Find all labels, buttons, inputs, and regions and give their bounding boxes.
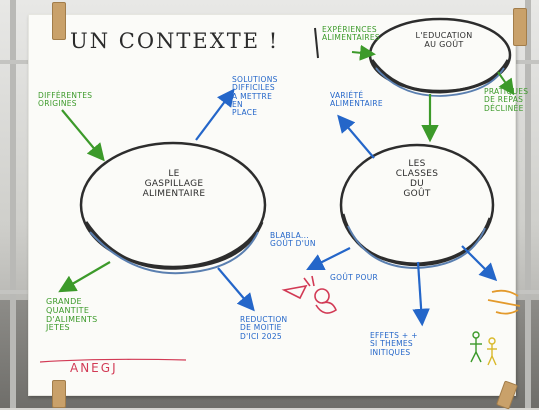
stick-figures bbox=[470, 331, 497, 366]
label-quantite: GRANDE QUANTITE D'ALIMENTS JETES bbox=[46, 297, 98, 333]
pink-doodle bbox=[281, 275, 337, 314]
arrow-pratiques bbox=[497, 71, 515, 96]
easel-pole-right bbox=[525, 0, 531, 408]
arrow-effets bbox=[412, 261, 430, 327]
arrow-blabla bbox=[306, 247, 351, 270]
bubble-education-text: L'EDUCATION AU GOÛT bbox=[415, 31, 473, 49]
signature: ANEGJ bbox=[70, 361, 118, 375]
orange-doodle bbox=[487, 289, 521, 315]
arrow-quantite bbox=[58, 261, 111, 293]
signature-underline bbox=[39, 358, 187, 363]
bubble-classes bbox=[339, 143, 495, 270]
label-differentes-origines: DIFFÉRENTES ORIGINES bbox=[38, 91, 93, 109]
bubble-classes-text: LES CLASSES DU GOÛT bbox=[395, 159, 439, 199]
label-blabla: BLABLA... GOÛT D'UN bbox=[270, 231, 316, 249]
easel-pole-left bbox=[10, 0, 16, 408]
binder-clip-right bbox=[513, 8, 527, 46]
arrow-experiences bbox=[351, 44, 376, 61]
label-experiences: EXPÉRIENCES ALIMENTAIRES bbox=[322, 25, 380, 43]
arrow-reduction bbox=[217, 267, 255, 312]
label-gout-pour: GOÛT POUR bbox=[330, 273, 378, 282]
label-effets: EFFETS + + SI THEMES INITIQUES bbox=[370, 331, 418, 357]
label-pratiques: PRATIQUES DE REPAS DÉCLINÉE bbox=[484, 87, 529, 113]
bubble-gaspillage-text: LE GASPILLAGE ALIMENTAIRE bbox=[142, 169, 206, 199]
arrow-solutions bbox=[195, 88, 235, 141]
page-title: UN CONTEXTE ! bbox=[70, 29, 280, 53]
arrow-variete bbox=[337, 114, 375, 159]
arrow-right bbox=[461, 245, 498, 282]
label-variete: VARIÉTÉ ALIMENTAIRE bbox=[330, 91, 383, 109]
arrow-origines bbox=[61, 109, 105, 162]
binder-clip-left bbox=[52, 2, 66, 40]
bubble-gaspillage bbox=[79, 141, 267, 275]
label-solutions: SOLUTIONS DIFFICILES A METTRE EN PLACE bbox=[232, 75, 278, 117]
label-reduction: REDUCTION DE MOITIE D'ICI 2025 bbox=[240, 315, 288, 341]
paper-sheet bbox=[28, 14, 516, 396]
